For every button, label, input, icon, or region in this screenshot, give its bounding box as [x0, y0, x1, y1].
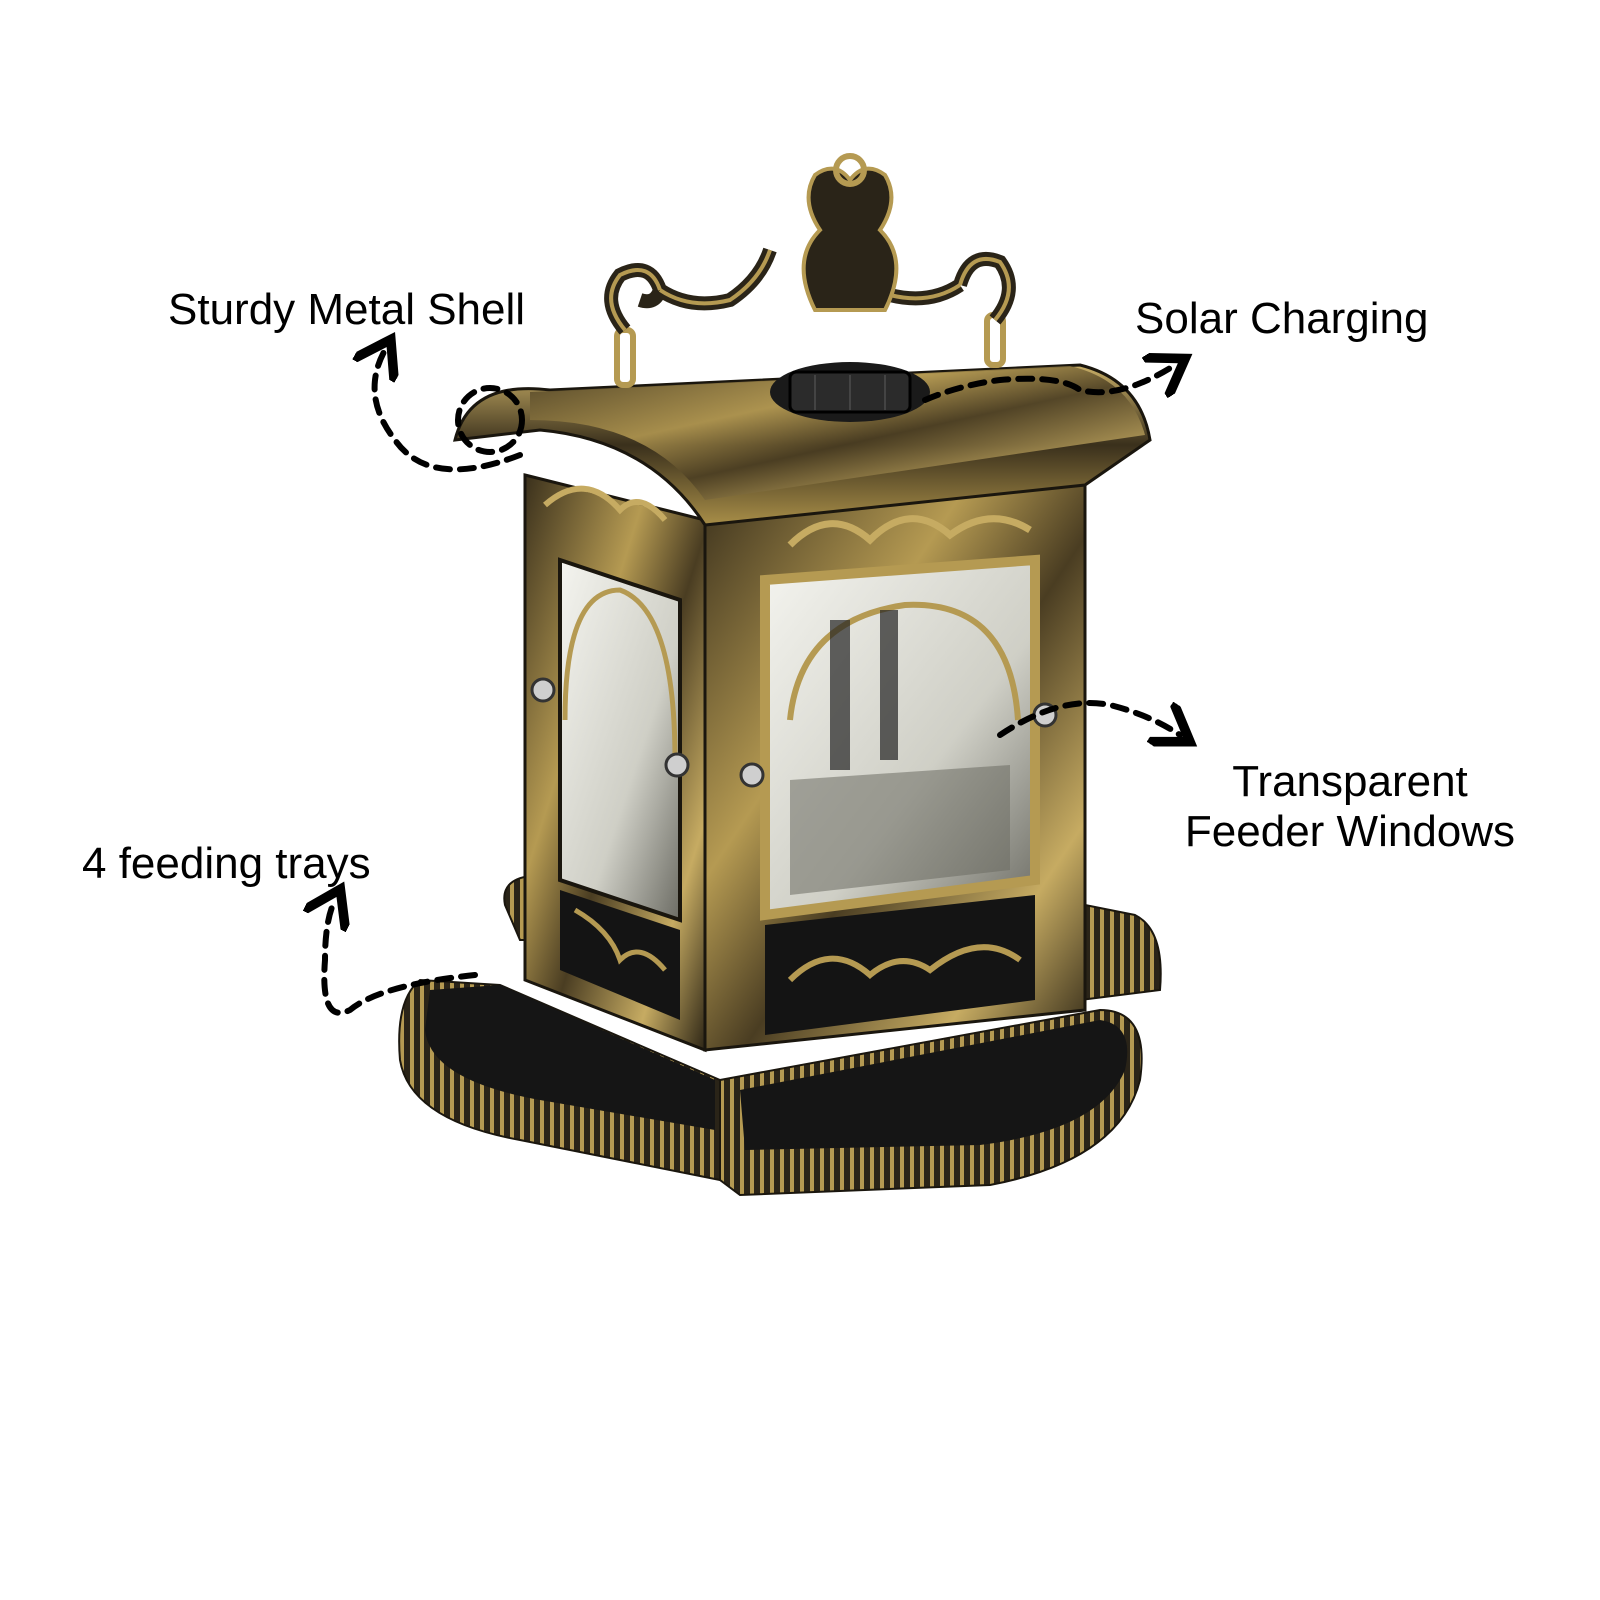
left-window-glass [558, 557, 682, 923]
tray-front-left-inner [425, 985, 715, 1130]
front-window-arch [787, 601, 1021, 721]
inner-post [880, 610, 898, 760]
handle-scroll-left [604, 247, 777, 335]
callout-connectors [324, 350, 1180, 1016]
dashed-arrow-icon [324, 900, 478, 1016]
solar-panel-icon [770, 362, 930, 422]
callout-transparent-windows-line2: Feeder Windows [1184, 807, 1516, 856]
front-window-floor [790, 765, 1010, 895]
left-upper-scroll [543, 485, 668, 522]
dashed-arrow-icon [997, 700, 1180, 735]
callout-transparent-windows-line1: Transparent [1232, 757, 1468, 806]
front-lower-scroll [787, 944, 1022, 983]
hanging-handle [604, 153, 1016, 388]
front-lower-band [765, 895, 1035, 1035]
callout-feeding-trays: 4 feeding trays [82, 839, 371, 888]
feeder-roof [453, 362, 1152, 527]
callout-solar-charging: Solar Charging [1135, 294, 1429, 343]
feeding-trays [398, 875, 1162, 1197]
handle-crest [801, 166, 899, 312]
left-window-arch [562, 587, 678, 761]
screw [664, 752, 690, 778]
handle-scroll-left-hi [609, 249, 772, 332]
dashed-circle-icon [455, 385, 525, 455]
screw [530, 677, 556, 703]
front-upper-scroll [787, 515, 1032, 548]
screw [739, 762, 765, 788]
dashed-arrow-icon [375, 350, 523, 473]
chain-link-left [614, 327, 636, 388]
roof-top [530, 366, 1145, 500]
inner-post [830, 620, 850, 770]
callout-sturdy-metal-shell: Sturdy Metal Shell [168, 285, 526, 334]
feeder-body [523, 473, 1087, 1053]
dashed-arrow-icon [922, 365, 1175, 403]
tray-front-right-inner [740, 1020, 1128, 1150]
left-lower-scroll [573, 907, 667, 972]
hanging-ring [833, 153, 867, 187]
